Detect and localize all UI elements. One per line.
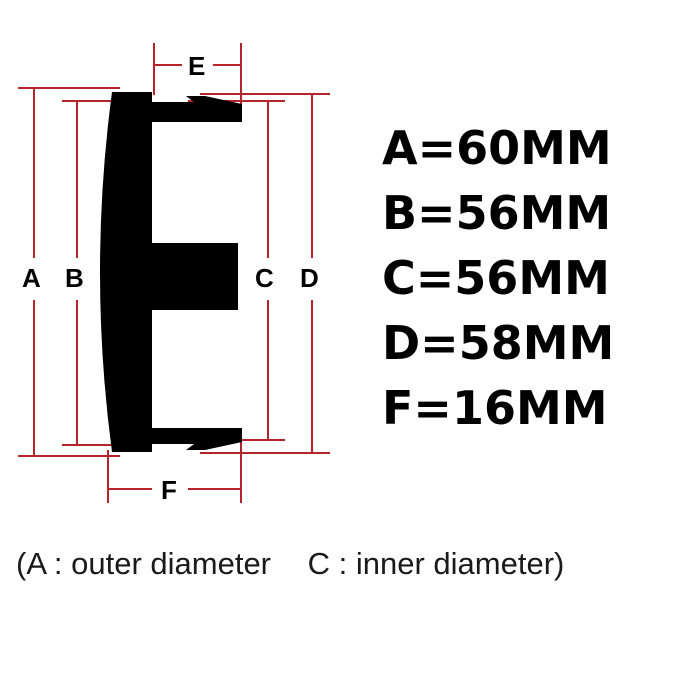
cap-cross-section bbox=[100, 92, 242, 452]
caption-outer-diameter: (A : outer diameter bbox=[16, 546, 272, 581]
label-d: D bbox=[300, 263, 319, 293]
label-e: E bbox=[188, 51, 206, 81]
spec-d: D=58MM bbox=[382, 316, 615, 370]
caption: (A : outer diameter C : inner diameter) bbox=[16, 546, 676, 582]
bottom-clip bbox=[150, 428, 242, 450]
dimension-lines bbox=[18, 43, 330, 503]
caption-inner-diameter: C : inner diameter) bbox=[307, 546, 565, 581]
spec-b: B=56MM bbox=[382, 186, 612, 240]
spec-c: C=56MM bbox=[382, 251, 610, 305]
spec-list: A=60MM B=56MM C=56MM D=58MM F=16MM bbox=[382, 116, 614, 441]
label-a: A bbox=[22, 263, 41, 293]
label-b: B bbox=[65, 263, 84, 293]
top-clip bbox=[150, 96, 242, 122]
spec-a: A=60MM bbox=[382, 121, 612, 175]
label-f: F bbox=[161, 475, 177, 505]
cap-face bbox=[100, 92, 152, 452]
middle-tab bbox=[150, 243, 238, 310]
spec-f: F=16MM bbox=[382, 381, 608, 435]
label-c: C bbox=[255, 263, 274, 293]
